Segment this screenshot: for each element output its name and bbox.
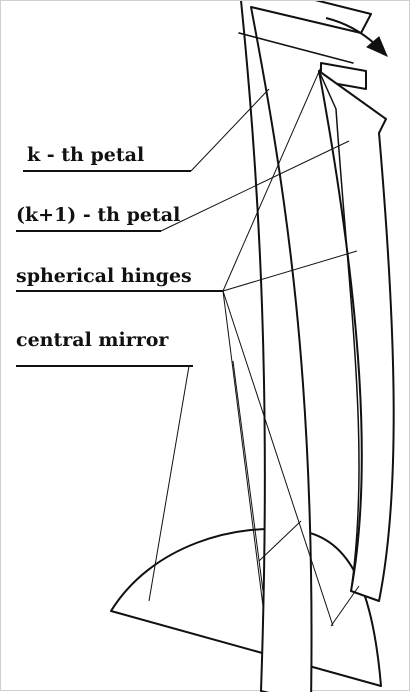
label-central-mirror: central mirror xyxy=(16,331,168,350)
label-k-plus-1-th-petal: (k+1) - th petal xyxy=(16,206,180,225)
central-mirror xyxy=(111,529,381,686)
label-spherical-hinges: spherical hinges xyxy=(16,267,192,286)
label-k-th-petal: k - th petal xyxy=(27,146,144,165)
